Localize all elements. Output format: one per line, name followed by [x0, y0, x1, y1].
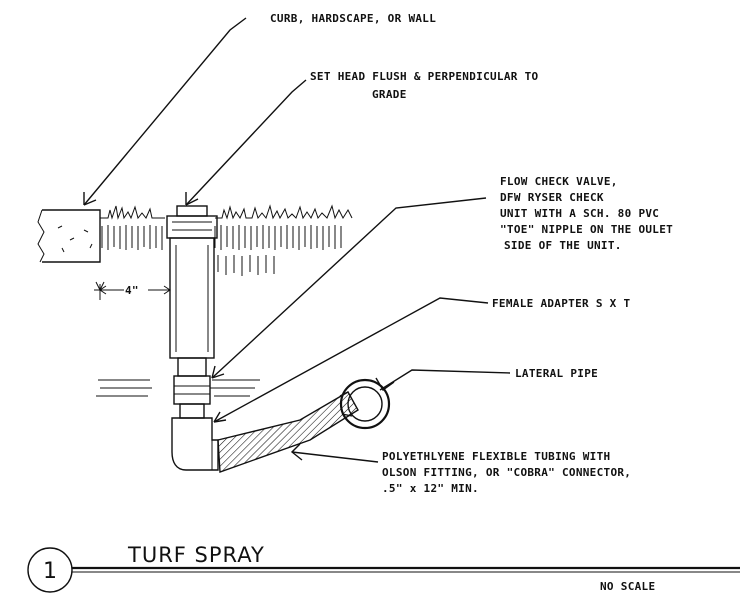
- detail-number: 1: [43, 559, 57, 584]
- poly-tubing-label-line3: .5" x 12" MIN.: [382, 482, 479, 495]
- detail-number-circle: [27, 547, 73, 593]
- curb-label: CURB, HARDSCAPE, OR WALL: [270, 12, 436, 25]
- flow-check-label-line3: UNIT WITH A SCH. 80 PVC: [500, 207, 659, 220]
- poly-tubing-label-line1: POLYETHLYENE FLEXIBLE TUBING WITH: [382, 450, 610, 463]
- lateral-pipe-section: [339, 378, 391, 430]
- curb-block: [37, 209, 101, 263]
- flexible-tubing: [217, 391, 359, 473]
- lateral-pipe-label: LATERAL PIPE: [515, 367, 598, 380]
- set-head-label-line2: GRADE: [372, 88, 407, 101]
- spray-head: [166, 205, 218, 419]
- soil-hatching: [96, 225, 342, 397]
- detail-title: TURF SPRAY: [127, 543, 265, 567]
- set-head-label-line1: SET HEAD FLUSH & PERPENDICULAR TO: [310, 70, 539, 83]
- turf-grade-line: [100, 204, 353, 220]
- leader-lines: [83, 17, 511, 463]
- flow-check-label-line2: DFW RYSER CHECK: [500, 191, 604, 204]
- dimension-label: 4": [125, 284, 139, 297]
- female-adapter-label: FEMALE ADAPTER S X T: [492, 297, 631, 310]
- flow-check-label-line4: "TOE" NIPPLE ON THE OULET: [500, 223, 673, 236]
- flow-check-label-line1: FLOW CHECK VALVE,: [500, 175, 618, 188]
- title-block: 1 TURF SPRAY NO SCALE: [27, 543, 740, 593]
- dimension-4in: 4": [94, 281, 171, 300]
- flow-check-label-line5: SIDE OF THE UNIT.: [504, 239, 622, 252]
- scale-note: NO SCALE: [600, 580, 655, 593]
- poly-tubing-label-line2: OLSON FITTING, OR "COBRA" CONNECTOR,: [382, 466, 631, 479]
- elbow-fitting: [171, 417, 219, 471]
